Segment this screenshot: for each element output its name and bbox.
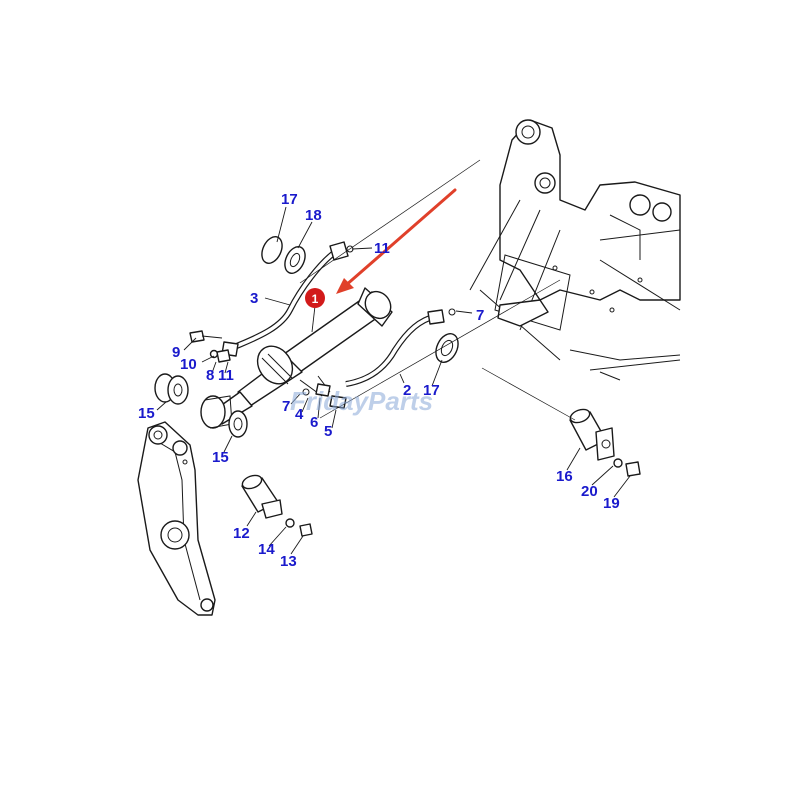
hose-2 bbox=[345, 309, 445, 387]
callout-4: 4 bbox=[295, 406, 304, 423]
pin-12 bbox=[241, 474, 313, 537]
callout-6: 6 bbox=[310, 414, 318, 431]
callout-2: 2 bbox=[403, 382, 411, 399]
leader-lines bbox=[156, 206, 631, 555]
callout-12: 12 bbox=[233, 525, 250, 542]
part-1-marker-label: 1 bbox=[312, 292, 319, 306]
seal-rings bbox=[261, 236, 459, 363]
machine-frame bbox=[469, 119, 681, 381]
callout-11: 11 bbox=[374, 240, 390, 257]
callout-17: 17 bbox=[423, 382, 440, 399]
callout-3: 3 bbox=[250, 290, 258, 307]
guide-lines bbox=[299, 159, 576, 421]
callout-14: 14 bbox=[258, 541, 275, 558]
callout-9: 9 bbox=[172, 344, 180, 361]
callout-8: 8 bbox=[206, 367, 214, 384]
lift-arm bbox=[137, 421, 216, 616]
callout-19: 19 bbox=[603, 495, 620, 512]
callout-10: 10 bbox=[180, 356, 197, 373]
callout-15: 15 bbox=[212, 449, 229, 466]
pin-16 bbox=[569, 408, 641, 477]
bushings-15 bbox=[154, 373, 248, 438]
small-fittings bbox=[189, 245, 456, 409]
callout-7: 7 bbox=[476, 307, 484, 324]
pointer-arrow bbox=[336, 188, 457, 294]
callout-5: 5 bbox=[324, 423, 332, 440]
callout-7: 7 bbox=[282, 398, 290, 415]
callout-16: 16 bbox=[556, 468, 573, 485]
callout-11: 11 bbox=[218, 367, 234, 384]
callout-18: 18 bbox=[305, 207, 322, 224]
callout-20: 20 bbox=[581, 483, 598, 500]
callout-labels: 17 18 11 3 9 10 8 11 7 4 6 5 2 17 7 15 1… bbox=[138, 191, 620, 570]
part-1-marker: 1 bbox=[305, 288, 325, 308]
callout-13: 13 bbox=[280, 553, 297, 570]
callout-17: 17 bbox=[281, 191, 298, 208]
callout-15: 15 bbox=[138, 405, 155, 422]
watermark: FridayParts bbox=[290, 386, 433, 416]
